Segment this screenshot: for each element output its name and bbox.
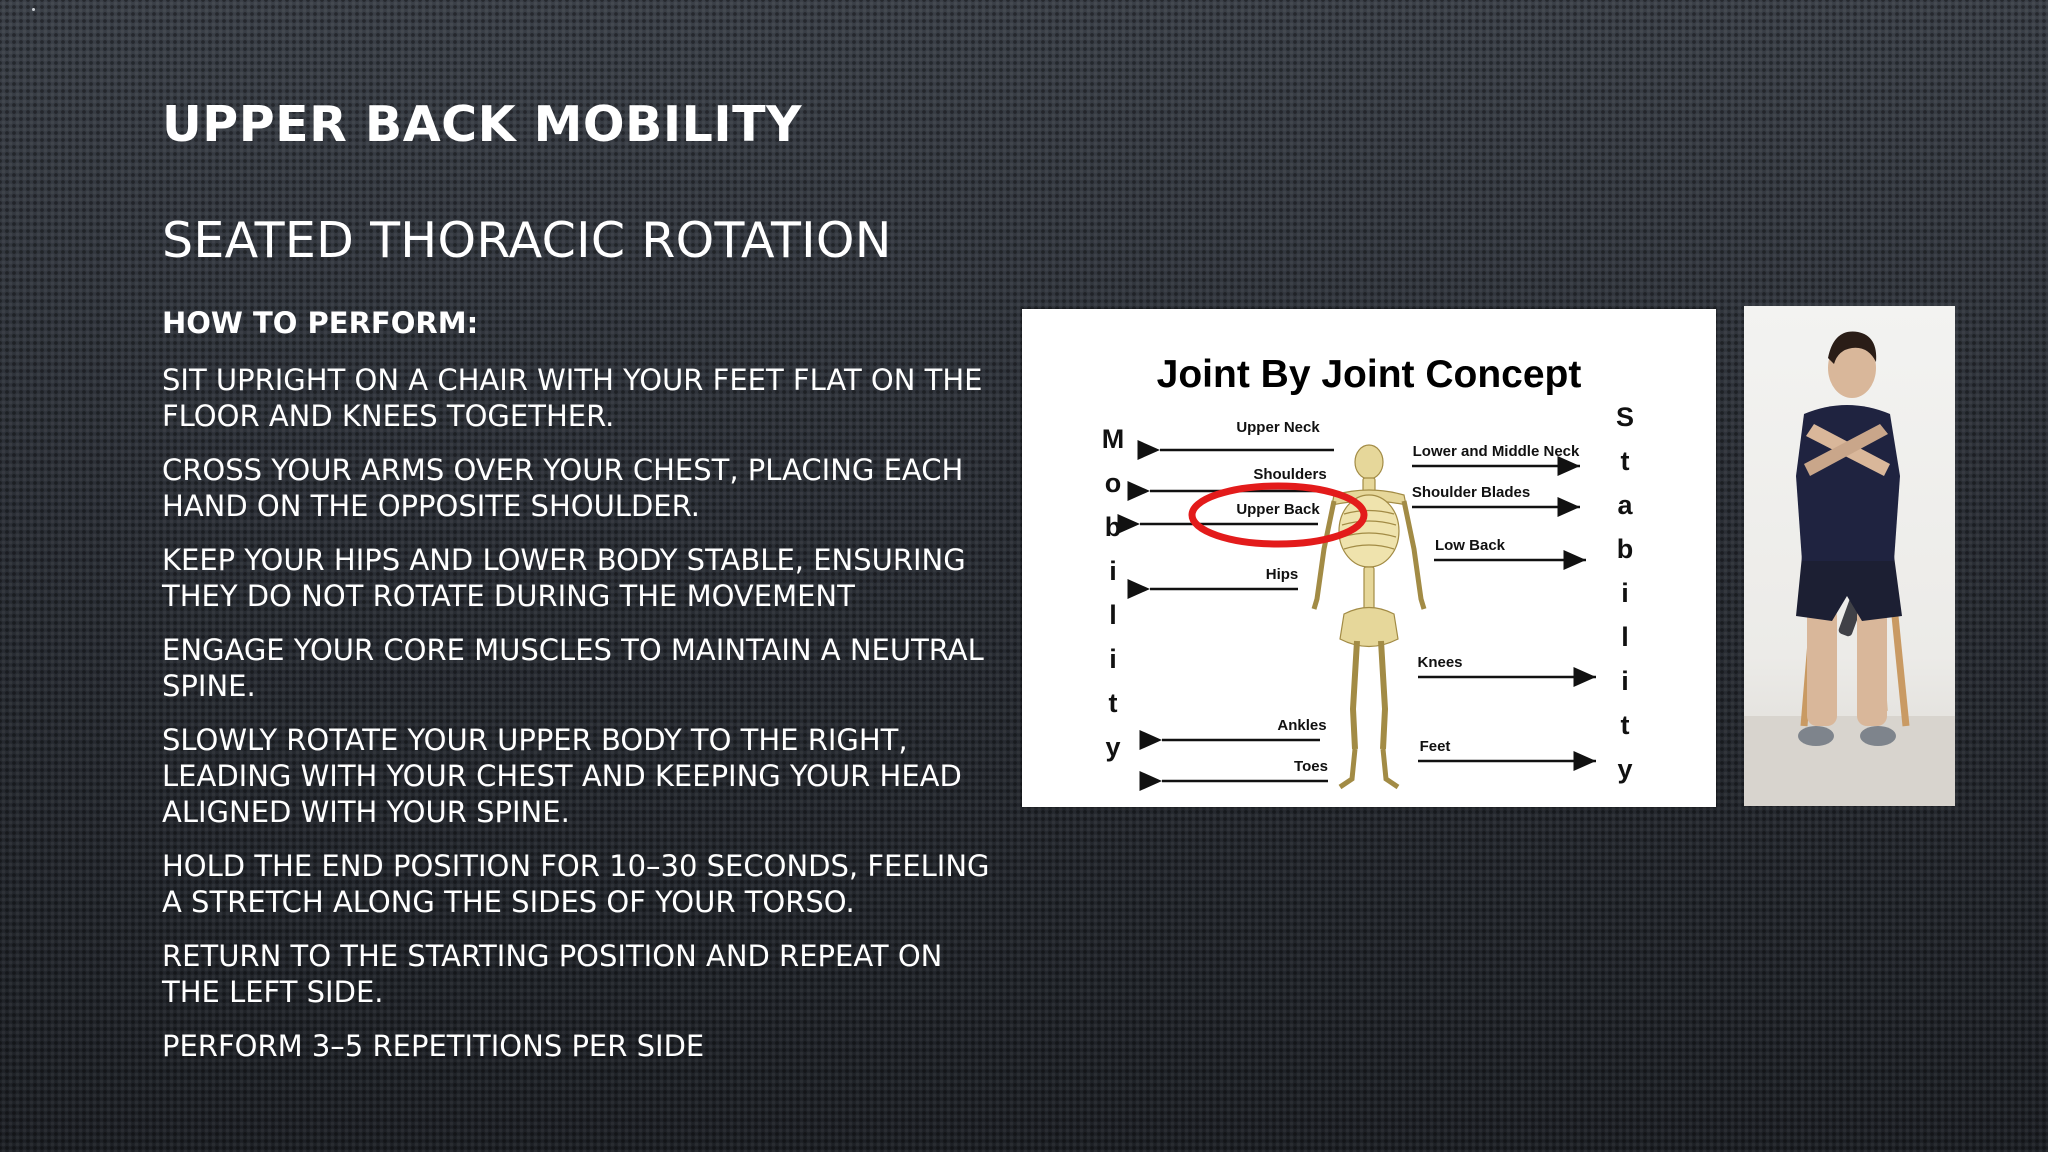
person-seated-photo (1744, 306, 1955, 806)
stability-letter: i (1621, 578, 1629, 608)
label-shoulders: Shoulders (1253, 466, 1326, 483)
instruction-step: SIT UPRIGHT ON A CHAIR WITH YOUR FEET FL… (162, 363, 983, 433)
stability-letter: i (1621, 666, 1629, 696)
instruction-step: ENGAGE YOUR CORE MUSCLES TO MAINTAIN A N… (162, 633, 984, 703)
upper-back-highlight-circle (1188, 482, 1368, 548)
stability-letter: t (1621, 710, 1630, 740)
mobility-arrows (1117, 440, 1334, 791)
instruction-list: SIT UPRIGHT ON A CHAIR WITH YOUR FEET FL… (162, 362, 992, 1082)
label-ankles: Ankles (1277, 717, 1326, 734)
mobility-letter: l (1109, 600, 1117, 630)
slide-corner-dot (32, 8, 35, 11)
person-seated-crossed-arms-icon (1744, 331, 1955, 806)
label-lower-middle-neck: Lower and Middle Neck (1413, 443, 1580, 460)
slide-title: UPPER BACK MOBILITY (162, 96, 802, 153)
label-knees: Knees (1417, 654, 1462, 671)
mobility-letter: o (1105, 468, 1122, 498)
instruction-step: KEEP YOUR HIPS AND LOWER BODY STABLE, EN… (162, 543, 966, 613)
how-to-heading: HOW TO PERFORM: (162, 306, 479, 340)
label-upper-back: Upper Back (1236, 501, 1320, 518)
stability-vertical-word: S t a b i l i t y (1616, 402, 1634, 784)
instruction-step: HOLD THE END POSITION FOR 10–30 SECONDS,… (162, 849, 990, 919)
mobility-letter: b (1105, 512, 1122, 542)
mobility-letter: i (1109, 556, 1117, 586)
instruction-step: SLOWLY ROTATE YOUR UPPER BODY TO THE RIG… (162, 723, 962, 829)
instruction-step: PERFORM 3–5 REPETITIONS PER SIDE (162, 1029, 705, 1063)
mobility-letter: M (1102, 424, 1125, 454)
label-shoulder-blades: Shoulder Blades (1412, 484, 1530, 501)
stability-letter: t (1621, 446, 1630, 476)
skeleton-illustration (1311, 444, 1427, 790)
stability-arrows (1412, 456, 1596, 771)
label-upper-neck: Upper Neck (1236, 419, 1320, 436)
instruction-step: CROSS YOUR ARMS OVER YOUR CHEST, PLACING… (162, 453, 964, 523)
joint-by-joint-diagram: Joint By Joint Concept M o b i l i t y S… (1022, 309, 1716, 807)
mobility-letter: i (1109, 644, 1117, 674)
slide-subtitle: SEATED THORACIC ROTATION (162, 212, 892, 269)
stability-letter: a (1617, 490, 1633, 520)
diagram-title: Joint By Joint Concept (1157, 353, 1582, 396)
label-toes: Toes (1294, 758, 1328, 775)
stability-letter: S (1616, 402, 1634, 432)
stability-letter: b (1617, 534, 1634, 564)
mobility-letter: y (1105, 732, 1120, 762)
mobility-vertical-word: M o b i l i t y (1102, 424, 1125, 762)
mobility-letter: t (1109, 688, 1118, 718)
label-feet: Feet (1420, 738, 1451, 755)
instruction-step: RETURN TO THE STARTING POSITION AND REPE… (162, 939, 943, 1009)
label-low-back: Low Back (1435, 537, 1506, 554)
label-hips: Hips (1266, 566, 1299, 583)
stability-letter: l (1621, 622, 1629, 652)
stability-letter: y (1617, 754, 1632, 784)
